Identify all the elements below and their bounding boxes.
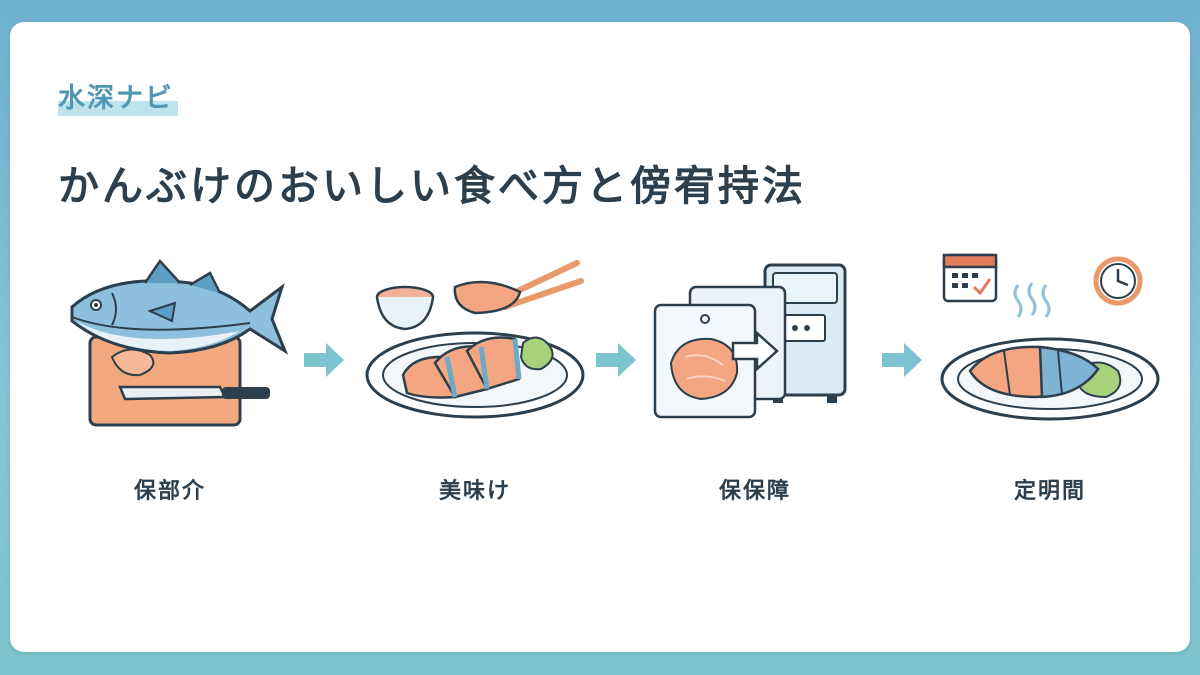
content-card: 水深ナビ かんぶけのおいしい食べ方と傍宥持法 保部介 (10, 22, 1190, 652)
page-title: かんぶけのおいしい食べ方と傍宥持法 (58, 162, 806, 210)
arrow-right-icon (304, 343, 344, 377)
step-2: 美味け (355, 247, 595, 517)
step-3: 保保障 (635, 247, 875, 517)
brand-label: 水深ナビ (58, 76, 178, 116)
fish-on-cutting-board-icon (70, 258, 289, 427)
step-1: 保部介 (50, 247, 290, 517)
step-4: 定明間 (930, 247, 1170, 517)
step-2-label: 美味け (438, 479, 511, 504)
vacuum-bag-freezer-icon (653, 263, 847, 419)
sashimi-plate-chopsticks-icon (365, 260, 585, 419)
arrow-right-icon (882, 343, 922, 377)
arrow-right-icon (596, 343, 636, 377)
cooked-fish-plate-calendar-clock-icon (940, 253, 1160, 421)
step-3-label: 保保障 (718, 479, 791, 504)
step-4-label: 定明間 (1013, 479, 1086, 504)
step-1-label: 保部介 (133, 479, 206, 504)
